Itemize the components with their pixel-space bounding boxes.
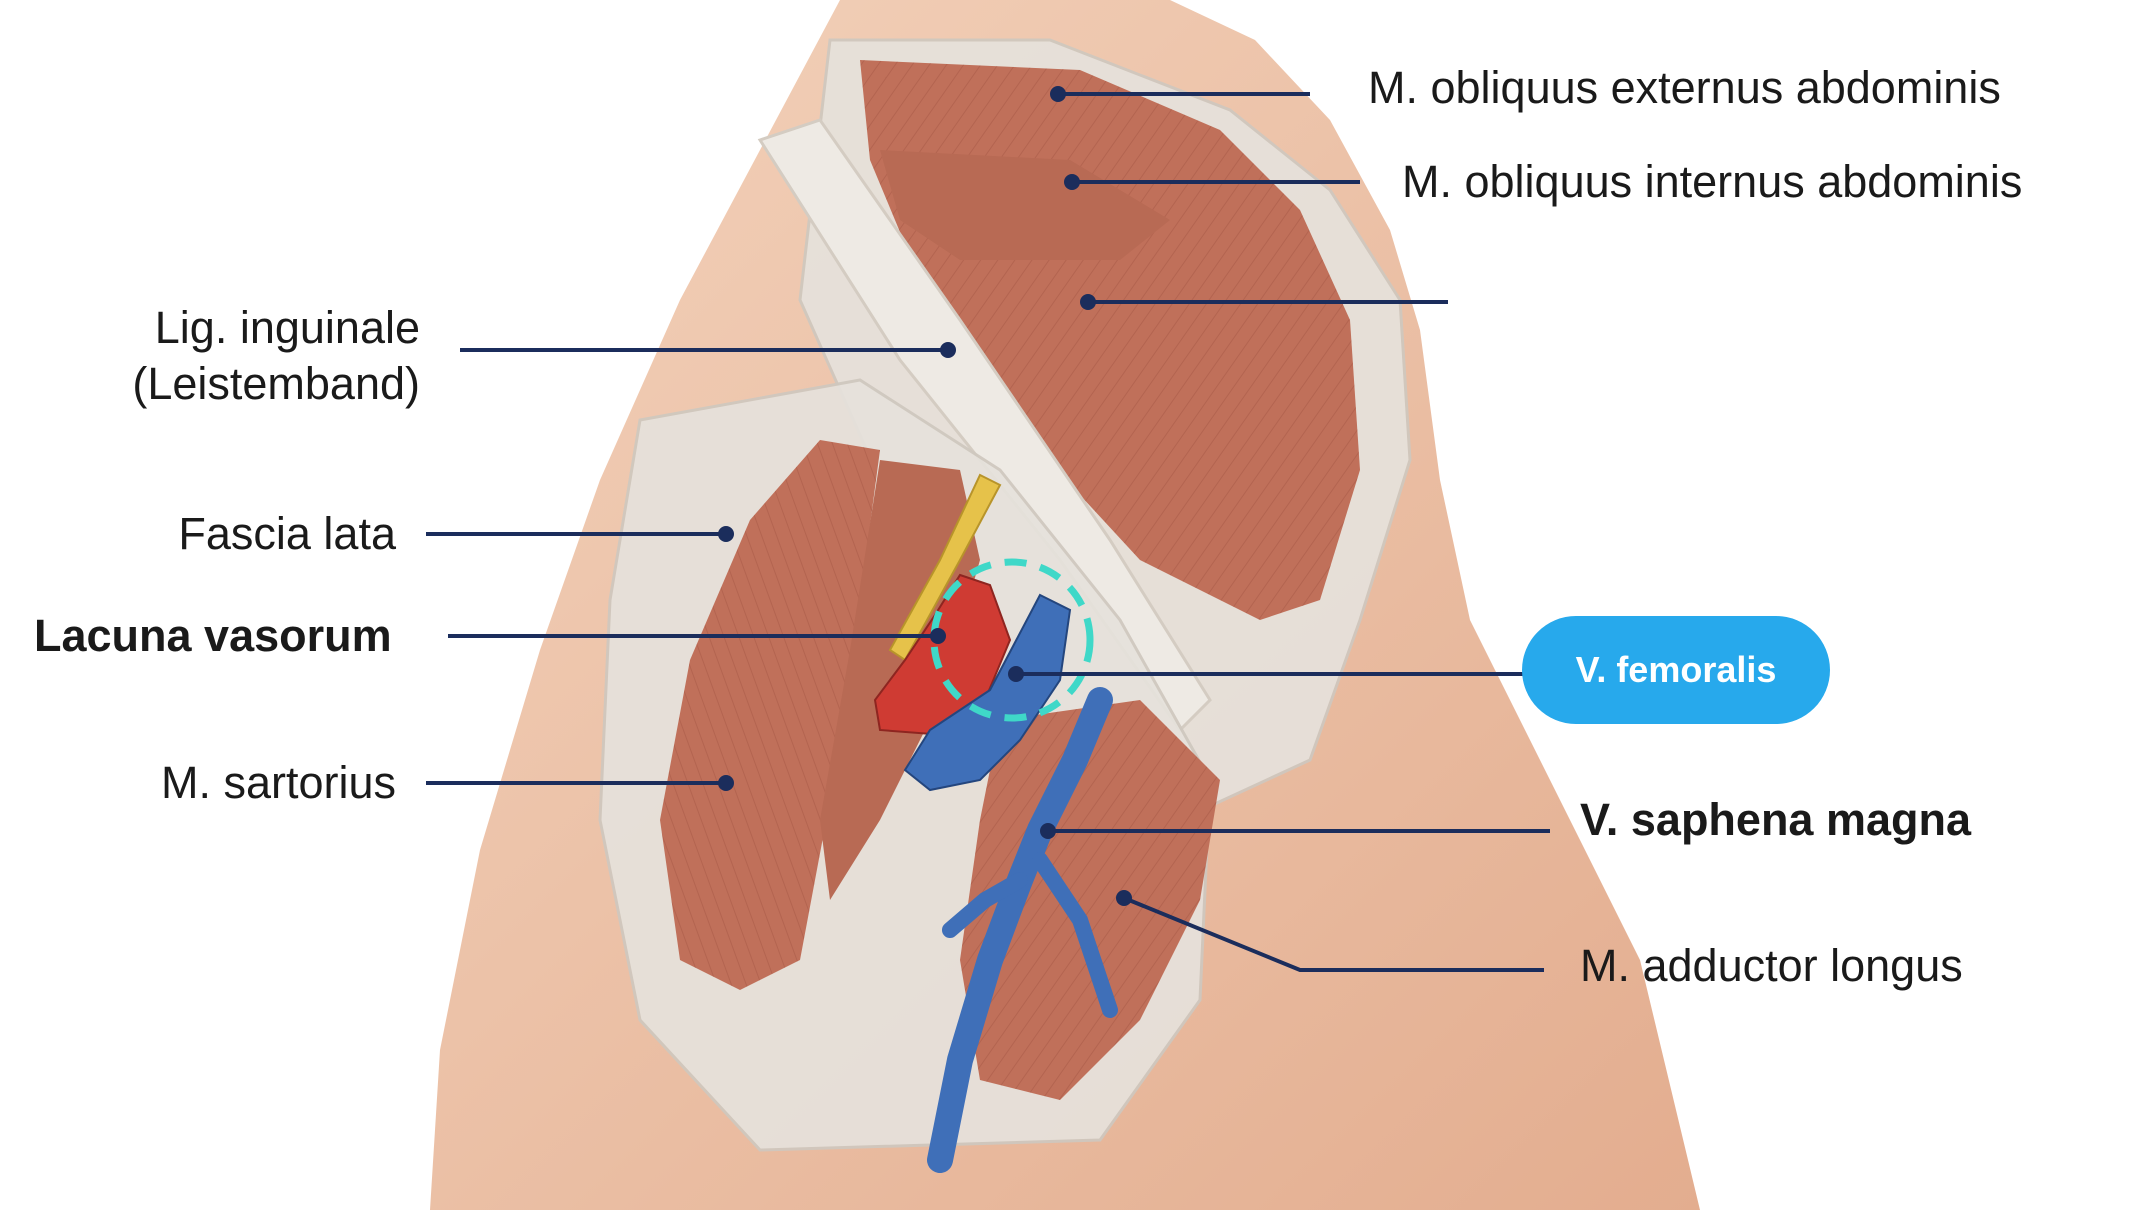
leader-lines	[426, 86, 1550, 972]
label-lig-inguinale-line1: Lig. inguinale	[154, 302, 420, 353]
leader-adductor	[1123, 896, 1544, 972]
leader-dot-icon	[1050, 86, 1066, 102]
label-sartorius: M. sartorius	[160, 757, 396, 808]
leader-dot-icon	[1064, 174, 1080, 190]
dashed-circle-highlight-icon	[930, 558, 1094, 722]
femoral-vein	[903, 593, 1072, 792]
label-obliquus-internus: M. obliquus internus abdominis	[1402, 156, 2023, 207]
leader-dot-icon	[1040, 823, 1056, 839]
label-obliquus-externus: M. obliquus externus abdominis	[1368, 62, 2001, 113]
label-lig-inguinale-line2: (Leistemband)	[132, 358, 420, 409]
leader-dot-icon	[1008, 666, 1024, 682]
leader-dot-icon	[940, 342, 956, 358]
leader-dot-icon	[718, 526, 734, 542]
obliquus-internus-muscle	[880, 150, 1170, 260]
v-femoralis-badge: V. femoralis	[1522, 616, 1830, 724]
leader-dot-icon	[718, 775, 734, 791]
label-adductor-longus: M. adductor longus	[1580, 940, 1963, 991]
label-v-saphena-magna: V. saphena magna	[1580, 794, 1972, 845]
inguinal-ligament	[757, 118, 1212, 733]
leader-dot-icon	[1080, 294, 1096, 310]
label-lacuna-vasorum: Lacuna vasorum	[34, 610, 392, 661]
leader-dot-icon	[930, 628, 946, 644]
label-fascia-lata: Fascia lata	[178, 508, 396, 559]
leader-dot-icon	[1116, 890, 1132, 906]
